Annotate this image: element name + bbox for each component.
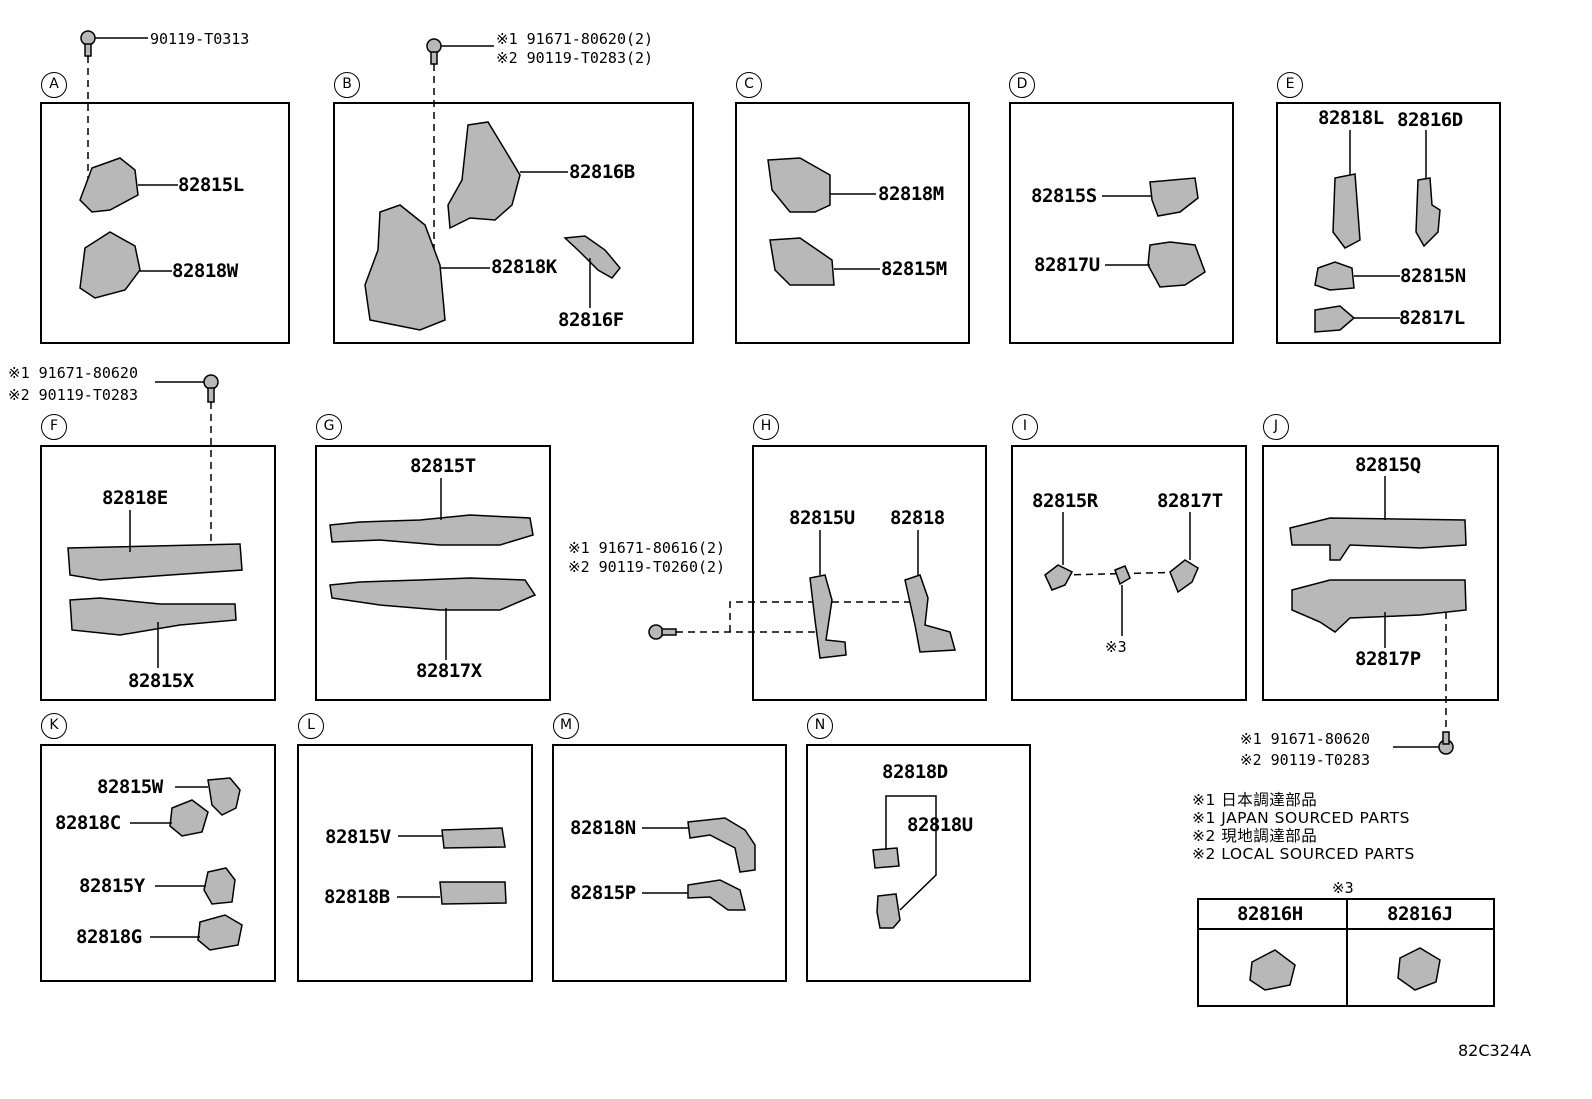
part-82818G[interactable]: 82818G bbox=[76, 926, 142, 948]
fastener-h-line1: ※1 91671-80616(2) bbox=[568, 539, 726, 557]
panel-g bbox=[315, 445, 551, 701]
tag-b: B bbox=[334, 72, 360, 98]
tag-e: E bbox=[1277, 72, 1303, 98]
legend-line-1: ※1 日本調達部品 bbox=[1192, 791, 1318, 809]
part-82815Y[interactable]: 82815Y bbox=[79, 875, 145, 897]
tag-d: D bbox=[1009, 72, 1035, 98]
part-82815N[interactable]: 82815N bbox=[1400, 265, 1466, 287]
diagram-id: 82C324A bbox=[1458, 1041, 1532, 1060]
bolt-h-icon bbox=[648, 624, 677, 640]
tag-l: L bbox=[298, 713, 324, 739]
part-82818E[interactable]: 82818E bbox=[102, 487, 168, 509]
fastener-a-line1: 90119-T0313 bbox=[150, 30, 250, 48]
fastener-b-line2: ※2 90119-T0283(2) bbox=[496, 49, 654, 67]
panel-h bbox=[752, 445, 987, 701]
part-82817L[interactable]: 82817L bbox=[1399, 307, 1465, 329]
part-82817U[interactable]: 82817U bbox=[1034, 254, 1100, 276]
part-82816D[interactable]: 82816D bbox=[1397, 109, 1463, 131]
tag-m: M bbox=[553, 713, 579, 739]
part-82817T[interactable]: 82817T bbox=[1157, 490, 1223, 512]
part-82815V[interactable]: 82815V bbox=[325, 826, 391, 848]
tag-k: K bbox=[41, 713, 67, 739]
part-82816F[interactable]: 82816F bbox=[558, 309, 624, 331]
bolt-f-icon bbox=[203, 374, 219, 403]
part-82818U[interactable]: 82818U bbox=[907, 814, 973, 836]
fastener-b-line1: ※1 91671-80620(2) bbox=[496, 30, 654, 48]
bolt-j-icon bbox=[1438, 731, 1454, 755]
part-82818[interactable]: 82818 bbox=[890, 507, 945, 529]
ref-x3-label: ※3 bbox=[1105, 638, 1127, 656]
tag-f: F bbox=[41, 414, 67, 440]
x3-table-title: ※3 bbox=[1332, 879, 1354, 897]
panel-l bbox=[297, 744, 533, 982]
part-82815R[interactable]: 82815R bbox=[1032, 490, 1098, 512]
fastener-f-line2: ※2 90119-T0283 bbox=[8, 386, 138, 404]
part-82815L[interactable]: 82815L bbox=[178, 174, 244, 196]
x3-col-82816H[interactable]: 82816H bbox=[1237, 903, 1303, 925]
part-82815Q[interactable]: 82815Q bbox=[1355, 454, 1421, 476]
panel-f bbox=[40, 445, 276, 701]
part-82815W[interactable]: 82815W bbox=[97, 776, 163, 798]
fastener-j-line1: ※1 91671-80620 bbox=[1240, 730, 1370, 748]
tag-i: I bbox=[1012, 414, 1038, 440]
panel-m bbox=[552, 744, 787, 982]
part-82817P[interactable]: 82817P bbox=[1355, 648, 1421, 670]
part-82815U[interactable]: 82815U bbox=[789, 507, 855, 529]
tag-h: H bbox=[753, 414, 779, 440]
part-82815P[interactable]: 82815P bbox=[570, 882, 636, 904]
part-82818M[interactable]: 82818M bbox=[878, 183, 944, 205]
legend-line-2: ※1 JAPAN SOURCED PARTS bbox=[1192, 809, 1410, 827]
part-82816B[interactable]: 82816B bbox=[569, 161, 635, 183]
panel-a bbox=[40, 102, 290, 344]
part-82815S[interactable]: 82815S bbox=[1031, 185, 1097, 207]
panel-j bbox=[1262, 445, 1499, 701]
fastener-h-line2: ※2 90119-T0260(2) bbox=[568, 558, 726, 576]
tag-j: J bbox=[1263, 414, 1289, 440]
part-82815X[interactable]: 82815X bbox=[128, 670, 194, 692]
bolt-b-icon bbox=[426, 38, 442, 65]
panel-c bbox=[735, 102, 970, 344]
tag-g: G bbox=[316, 414, 342, 440]
part-82815T[interactable]: 82815T bbox=[410, 455, 476, 477]
fastener-f-line1: ※1 91671-80620 bbox=[8, 364, 138, 382]
part-82815M[interactable]: 82815M bbox=[881, 258, 947, 280]
part-82818L[interactable]: 82818L bbox=[1318, 107, 1384, 129]
panel-i bbox=[1011, 445, 1247, 701]
part-82818W[interactable]: 82818W bbox=[172, 260, 238, 282]
tag-c: C bbox=[736, 72, 762, 98]
panel-e bbox=[1276, 102, 1501, 344]
legend-line-4: ※2 LOCAL SOURCED PARTS bbox=[1192, 845, 1415, 863]
part-82818N[interactable]: 82818N bbox=[570, 817, 636, 839]
part-82817X[interactable]: 82817X bbox=[416, 660, 482, 682]
part-82818D[interactable]: 82818D bbox=[882, 761, 948, 783]
legend-line-3: ※2 現地調達部品 bbox=[1192, 827, 1318, 845]
part-82818C[interactable]: 82818C bbox=[55, 812, 121, 834]
part-82818K[interactable]: 82818K bbox=[491, 256, 557, 278]
panel-b bbox=[333, 102, 694, 344]
x3-table: 82816H 82816J bbox=[1197, 898, 1495, 1007]
tag-n: N bbox=[807, 713, 833, 739]
panel-d bbox=[1009, 102, 1234, 344]
part-82818B[interactable]: 82818B bbox=[324, 886, 390, 908]
fastener-j-line2: ※2 90119-T0283 bbox=[1240, 751, 1370, 769]
x3-col-82816J[interactable]: 82816J bbox=[1387, 903, 1453, 925]
bolt-a-icon bbox=[80, 30, 96, 57]
tag-a: A bbox=[41, 72, 67, 98]
